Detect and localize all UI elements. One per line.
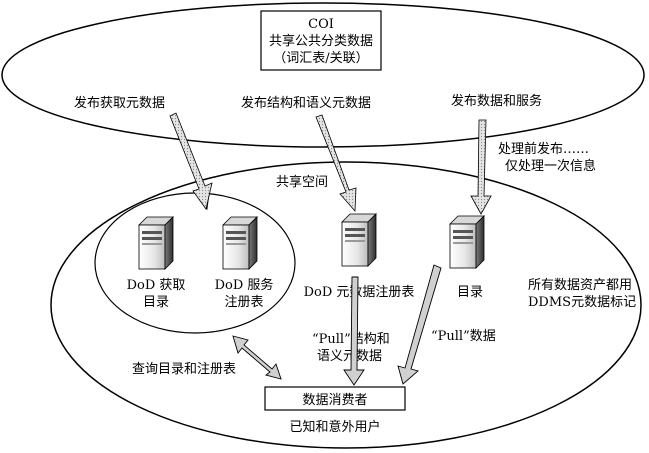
server-icon bbox=[341, 213, 377, 267]
coi-box bbox=[260, 10, 382, 71]
publish-arrow-discovery bbox=[169, 112, 213, 211]
query-double-arrow bbox=[232, 335, 282, 380]
dod-discovery-label-1: DoD 获取 bbox=[127, 278, 186, 293]
shared-space-label: 共享空间 bbox=[276, 174, 328, 190]
data-consumer-label: 数据消费者 bbox=[302, 393, 367, 408]
dod-registry-label-1: DoD 服务 bbox=[215, 277, 274, 293]
publish-structure-label: 发布结构和语义元数据 bbox=[241, 95, 371, 111]
users-label: 已知和意外用户 bbox=[289, 419, 380, 435]
pull-structure-arrow bbox=[343, 276, 365, 386]
server-icon bbox=[222, 216, 258, 270]
coi-line3: （词汇表/关联） bbox=[273, 51, 368, 66]
publish-discovery-label: 发布获取元数据 bbox=[74, 95, 165, 111]
dod-inner-ellipse bbox=[94, 192, 296, 334]
ddms-note-line2: DDMS元数据标记 bbox=[528, 295, 636, 310]
publish-arrow-structure bbox=[315, 114, 357, 213]
server-icon bbox=[449, 215, 485, 269]
ddms-note-line1: 所有数据资产都用 bbox=[528, 278, 632, 293]
catalog-label: 目录 bbox=[457, 285, 483, 300]
pull-data-label: “Pull”数据 bbox=[431, 329, 496, 344]
process-note-line1: 处理前发布…… bbox=[498, 141, 589, 157]
pull-data-arrow bbox=[397, 264, 442, 385]
dod-registry-label-2: 注册表 bbox=[224, 295, 263, 310]
pull-structure-line2: 语义元数据 bbox=[317, 349, 382, 364]
publish-data-services-label: 发布数据和服务 bbox=[451, 93, 542, 109]
dod-metadata-registry-label: DoD 元数据注册表 bbox=[304, 285, 415, 300]
process-note-line2: 仅处理一次信息 bbox=[505, 158, 596, 174]
publish-arrow-data-services bbox=[470, 119, 492, 215]
coi-ellipse bbox=[1, 2, 645, 148]
pull-structure-line1: “Pull”结构和 bbox=[312, 332, 390, 347]
query-label: 查询目录和注册表 bbox=[132, 362, 236, 377]
server-icon bbox=[138, 216, 174, 270]
coi-line2: 共享公共分类数据 bbox=[269, 33, 373, 49]
dod-discovery-label-2: 目录 bbox=[143, 295, 169, 310]
data-consumer-box bbox=[264, 386, 406, 411]
coi-title: COI bbox=[308, 17, 334, 32]
